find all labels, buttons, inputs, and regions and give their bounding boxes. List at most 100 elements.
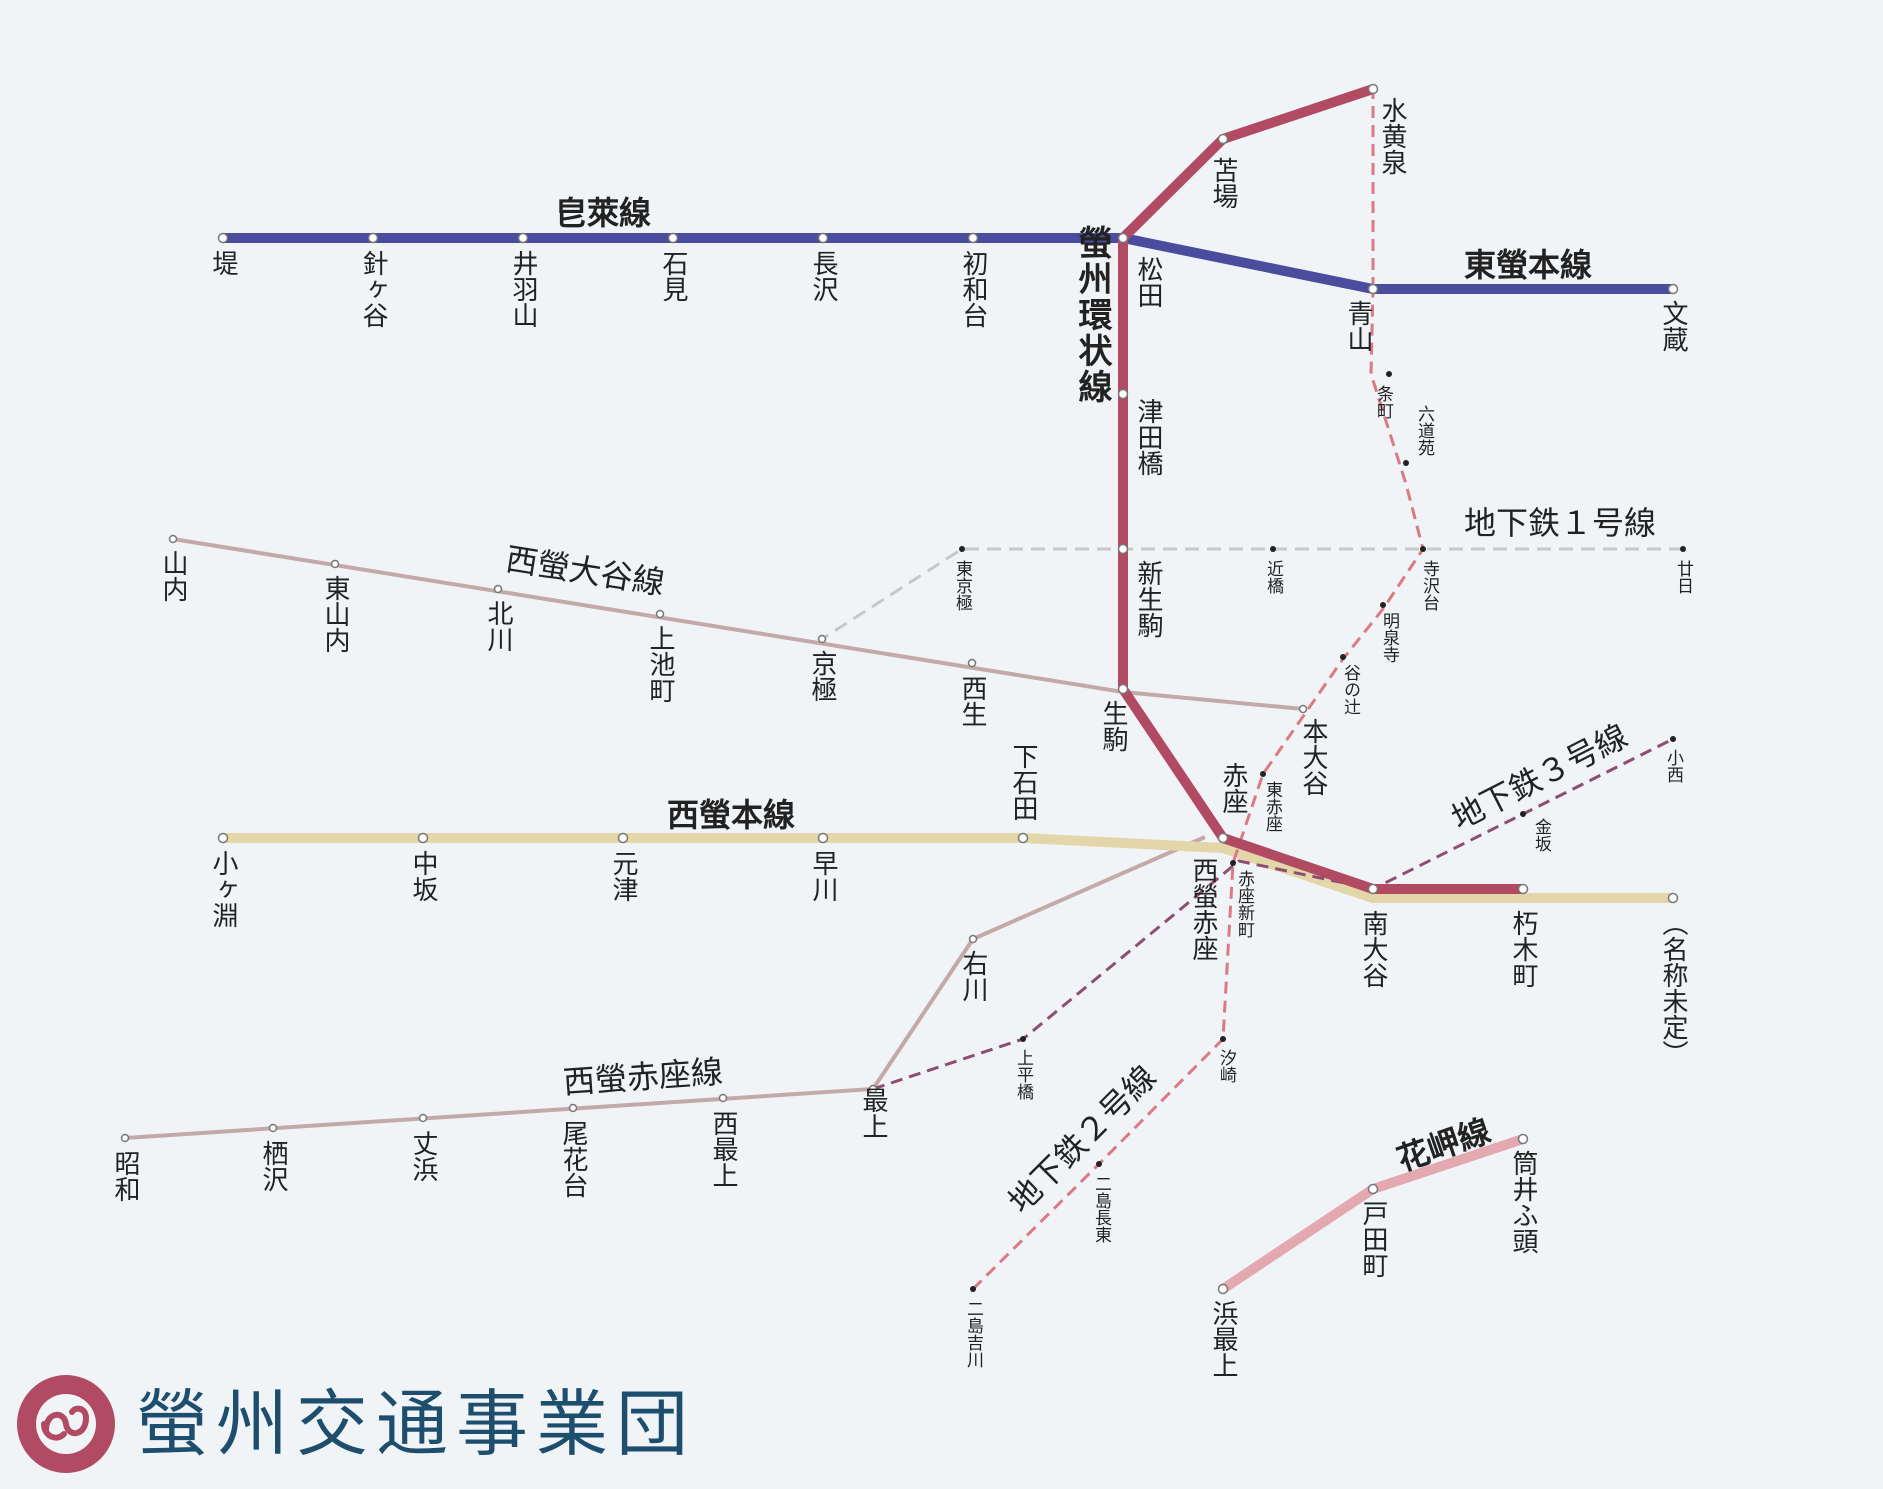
- label-kan-line: 螢州環状線: [1072, 225, 1112, 405]
- label-nishikeiakaza: 西螢赤座: [1188, 857, 1218, 961]
- marker-shinikoma[interactable]: [1117, 543, 1129, 555]
- marker-hayakawa[interactable]: [817, 832, 829, 844]
- label-higashiyamauchi: 東山内: [320, 575, 350, 653]
- marker-tsutsuifutou[interactable]: [1517, 1133, 1529, 1145]
- label-nishimogami: 西最上: [708, 1110, 738, 1188]
- marker-tsutsumi[interactable]: [217, 232, 229, 244]
- marker-nishimogami[interactable]: [718, 1093, 728, 1103]
- marker-matsuda[interactable]: [1117, 232, 1129, 244]
- brand: 螢州交通事業団: [14, 1372, 696, 1476]
- marker-hatsuwadai[interactable]: [967, 232, 979, 244]
- label-tomaba: 苫場: [1208, 157, 1238, 209]
- label-kamiikecho: 上池町: [645, 625, 675, 703]
- dot-konishi[interactable]: [1670, 736, 1676, 742]
- station-markers: [120, 83, 1679, 1295]
- marker-takehama[interactable]: [418, 1113, 428, 1123]
- marker-tomaba[interactable]: [1217, 133, 1229, 145]
- label-yamauchi: 山内: [158, 550, 188, 602]
- marker-hamamogami[interactable]: [1217, 1283, 1229, 1295]
- marker-meishou-mitei[interactable]: [1667, 892, 1679, 904]
- marker-mototsu[interactable]: [617, 832, 629, 844]
- label-shiozaki: 汐崎: [1216, 1049, 1237, 1083]
- dot-shiozaki[interactable]: [1220, 1036, 1226, 1042]
- label-koganefuchi: 小ヶ淵: [208, 850, 238, 928]
- dot-nishimanagahigashi[interactable]: [1096, 1161, 1102, 1167]
- marker-harigaya[interactable]: [367, 232, 379, 244]
- label-kouei-line: 皀萊線: [555, 194, 651, 232]
- label-hayakawa: 早川: [808, 850, 838, 902]
- marker-suikousen[interactable]: [1367, 83, 1379, 95]
- marker-ikoma[interactable]: [1117, 683, 1129, 695]
- dot-nishimayoshikawa[interactable]: [970, 1286, 976, 1292]
- marker-nagasawa[interactable]: [817, 232, 829, 244]
- label-nagasawa: 長沢: [808, 250, 838, 302]
- label-nishimanagahigashi: 二島長東: [1091, 1175, 1112, 1243]
- marker-bunzou[interactable]: [1667, 283, 1679, 295]
- marker-kamiikecho[interactable]: [655, 609, 665, 619]
- label-motoootani: 本大谷: [1298, 718, 1328, 796]
- label-akaza: 赤座: [1218, 762, 1248, 814]
- marker-yamauchi[interactable]: [168, 534, 178, 544]
- label-todacho: 戸田町: [1358, 1200, 1388, 1278]
- label-nishiki: 西生: [957, 675, 987, 727]
- marker-motoootani[interactable]: [1298, 704, 1308, 714]
- label-kanasaka: 金坂: [1531, 818, 1552, 852]
- label-harigaya: 針ヶ谷: [358, 250, 388, 328]
- nishi-hon-line: [223, 833, 1673, 903]
- marker-minamiootani[interactable]: [1367, 883, 1379, 895]
- marker-showa[interactable]: [120, 1133, 130, 1143]
- label-meisenji: 明泉寺: [1379, 612, 1400, 663]
- label-shinikoma: 新生駒: [1133, 560, 1163, 638]
- brand-title: 螢州交通事業団: [136, 1382, 697, 1466]
- label-nishimayoshikawa: 二島吉川: [963, 1300, 984, 1368]
- label-akazashinmachi: 赤座新町: [1234, 870, 1255, 938]
- marker-nakasaka[interactable]: [417, 832, 429, 844]
- dot-taninotsuji[interactable]: [1340, 654, 1346, 660]
- marker-aoyama[interactable]: [1367, 283, 1379, 295]
- marker-obanadai[interactable]: [568, 1103, 578, 1113]
- label-chikabashi: 近橋: [1263, 560, 1284, 595]
- dot-higashikyougoku[interactable]: [959, 546, 965, 552]
- label-taninotsuji: 谷の辻: [1340, 664, 1361, 715]
- label-tsutsumi: 堤: [208, 250, 238, 276]
- marker-mogami[interactable]: [868, 1084, 878, 1094]
- label-terasawadai: 寺沢台: [1419, 560, 1440, 611]
- dot-hatsuka[interactable]: [1680, 546, 1686, 552]
- dot-higashiakaza[interactable]: [1260, 771, 1266, 777]
- dot-chikabashi[interactable]: [1270, 546, 1276, 552]
- dot-kamihirabashi[interactable]: [1020, 1036, 1026, 1042]
- marker-higashiyamauchi[interactable]: [330, 559, 340, 569]
- label-nishi-ootani-line: 西螢大谷線: [503, 540, 667, 603]
- label-subway1-line: 地下鉄１号線: [1464, 504, 1656, 542]
- marker-nishiki[interactable]: [967, 658, 977, 668]
- label-matsuda: 松田: [1133, 256, 1163, 308]
- label-ikoma: 生駒: [1098, 700, 1128, 752]
- marker-kutsukicho[interactable]: [1517, 883, 1529, 895]
- marker-shimoishida[interactable]: [1017, 832, 1029, 844]
- marker-koganefuchi[interactable]: [217, 832, 229, 844]
- label-higashiakaza: 東赤座: [1262, 781, 1283, 832]
- dot-terasawadai[interactable]: [1420, 546, 1426, 552]
- label-tsudabashi: 津田橋: [1133, 398, 1163, 476]
- marker-ishimi[interactable]: [667, 232, 679, 244]
- marker-todacho[interactable]: [1367, 1183, 1379, 1195]
- label-jouchou: 条町: [1373, 385, 1394, 419]
- dot-rokudouen[interactable]: [1403, 460, 1409, 466]
- dot-akazashinmachi[interactable]: [1230, 860, 1236, 866]
- marker-tsudabashi[interactable]: [1117, 388, 1129, 400]
- marker-ukawa[interactable]: [968, 934, 978, 944]
- label-konishi: 小西: [1663, 749, 1684, 783]
- dot-meisenji[interactable]: [1380, 602, 1386, 608]
- marker-akaza[interactable]: [1217, 832, 1229, 844]
- marker-ibayama[interactable]: [517, 232, 529, 244]
- label-obanadai: 尾花台: [558, 1120, 588, 1198]
- dot-jouchou[interactable]: [1386, 371, 1392, 377]
- marker-kitagawa[interactable]: [493, 584, 503, 594]
- station-names: 堤 針ヶ谷 井羽山 石見 長沢 初和台 松田 苫場 水黄泉 青山 文蔵 津田橋 …: [110, 97, 1688, 1378]
- dot-kanasaka[interactable]: [1520, 811, 1526, 817]
- label-ishimi: 石見: [658, 250, 688, 302]
- marker-kyougoku[interactable]: [817, 634, 827, 644]
- marker-seizawa[interactable]: [268, 1123, 278, 1133]
- label-ukawa: 右川: [958, 950, 988, 1002]
- line-names: 皀萊線 東螢本線 西螢本線 螢州環状線 西螢大谷線 西螢赤座線 花岬線 地下鉄１…: [503, 194, 1656, 1221]
